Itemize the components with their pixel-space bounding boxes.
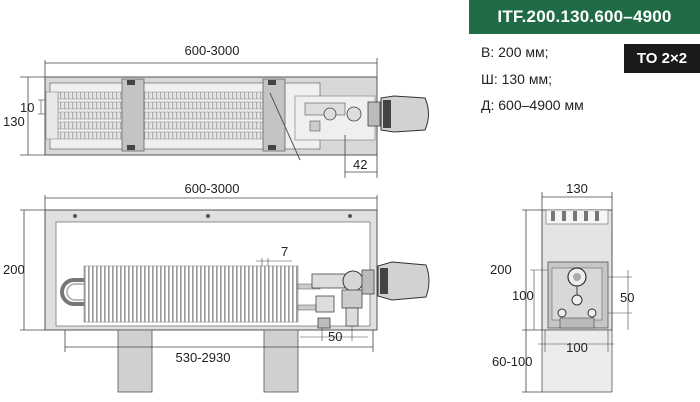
thermostatic-head-icon (380, 95, 429, 133)
front-length-label: 600-3000 (185, 181, 240, 196)
front-thermostatic-head-icon (377, 261, 430, 301)
side-pipe-spacing-label: 50 (620, 290, 634, 305)
side-width-label: 130 (566, 181, 588, 196)
side-view: 130 200 (490, 181, 634, 393)
spec-width: Ш: 130 мм; (481, 71, 552, 87)
front-connection-offset-label: 50 (328, 329, 342, 344)
side-height-label: 200 (490, 262, 512, 277)
spec-length: Д: 600–4900 мм (481, 97, 584, 113)
top-width-label: 130 (3, 114, 25, 129)
top-fin-pitch-label: 10 (20, 100, 34, 115)
front-height-label: 200 (3, 262, 25, 277)
spec-height: В: 200 мм; (481, 44, 549, 60)
support-leg (263, 329, 299, 393)
front-feet-span-label: 530-2930 (176, 350, 231, 365)
side-pipe-height-label: 100 (512, 288, 534, 303)
top-view: 600-3000 (3, 43, 429, 178)
support-leg (117, 329, 153, 393)
front-fin-pitch-label: 7 (281, 244, 288, 259)
side-leg-height-label: 60-100 (492, 354, 532, 369)
front-view: 600-3000 (3, 181, 430, 393)
top-valve-offset-label: 42 (353, 157, 367, 172)
side-feet-spacing-label: 100 (566, 340, 588, 355)
model-number-badge: ITF.200.130.600–4900 (469, 0, 700, 34)
top-length-label: 600-3000 (185, 43, 240, 58)
side-support-leg (541, 329, 613, 393)
heat-exchanger-fins (83, 265, 299, 323)
type-badge: TO 2×2 (624, 44, 700, 73)
